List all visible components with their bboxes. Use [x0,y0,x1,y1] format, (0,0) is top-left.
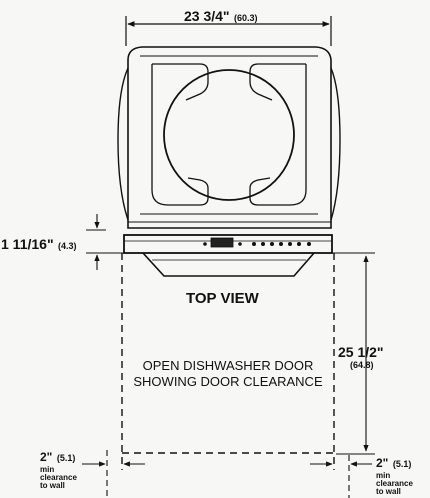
right-clearance-inches: 2" [376,456,389,470]
depth-inches: 25 1/2" [338,344,384,360]
width-cm: (60.3) [234,13,258,23]
spray-arm-circle [163,69,295,201]
left-clearance-label: 2" (5.1) min clearance to wall [40,448,77,490]
left-clearance-dimension [82,450,145,498]
depth-cm: (64.8) [350,360,374,370]
panel-height-label: 1 11/16" (4.3) [1,236,77,254]
door-clearance-outline [121,253,335,470]
door-clearance-caption: OPEN DISHWASHER DOOR SHOWING DOOR CLEARA… [112,358,344,390]
width-inches: 23 3/4" [184,8,230,24]
door-hinge-section [142,252,315,277]
left-note-to-wall: to wall [40,481,65,490]
left-note-clearance: clearance [40,473,77,482]
dishwasher-body [117,46,341,229]
right-clearance-cm: (5.1) [392,459,412,469]
top-view-title: TOP VIEW [186,290,259,307]
depth-label: 25 1/2" (64.8) [338,344,384,370]
right-clearance-label: 2" (5.1) min clearance to wall [376,454,413,496]
depth-dimension-line [332,252,375,455]
panel-height-inches: 1 11/16" [1,236,54,252]
door-caption-line1: OPEN DISHWASHER DOOR [142,358,314,373]
panel-height-cm: (4.3) [58,241,77,251]
left-clearance-inches: 2" [40,450,53,464]
width-dimension-line [125,16,332,46]
left-clearance-cm: (5.1) [56,453,76,463]
panel-height-dimension [86,214,124,270]
display-window [210,237,234,248]
left-note-min: min [40,465,55,474]
right-note-clearance: clearance [376,479,413,488]
door-caption-line2: SHOWING DOOR CLEARANCE [133,374,323,389]
right-clearance-dimension [310,455,372,498]
control-panel [123,234,333,254]
right-note-to-wall: to wall [376,487,401,496]
right-note-min: min [376,471,391,480]
panel-buttons [203,242,311,246]
width-label: 23 3/4" (60.3) [184,8,258,26]
